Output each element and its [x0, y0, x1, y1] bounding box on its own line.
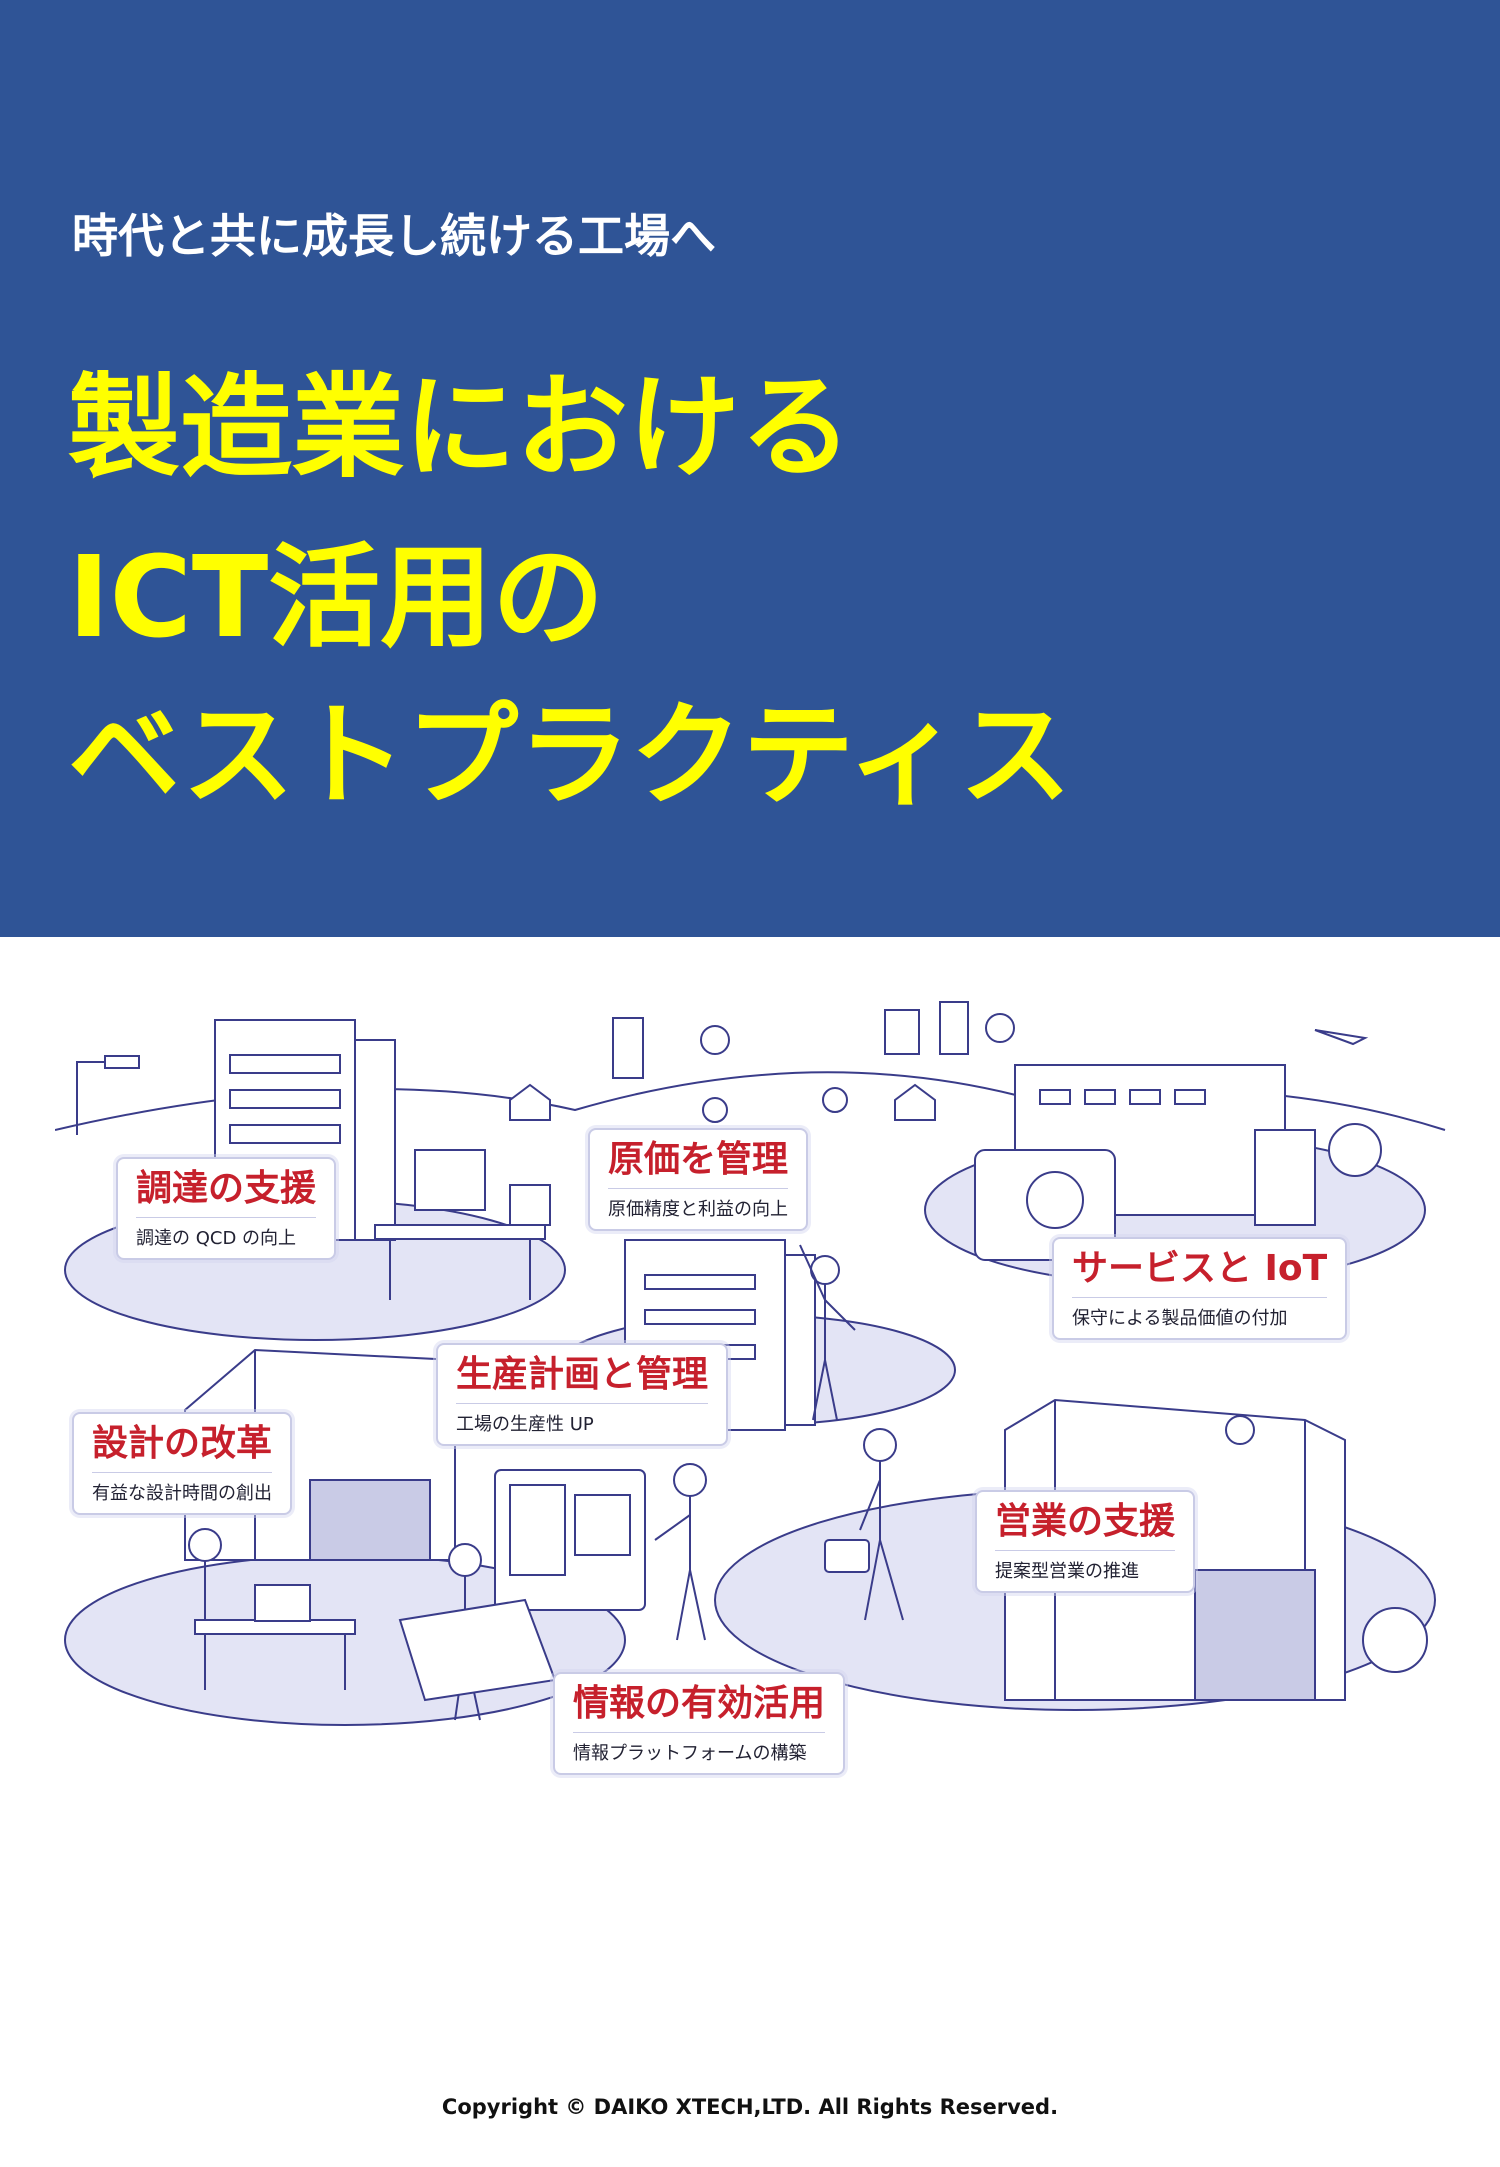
small-house [894, 1083, 936, 1121]
label-information-utilization: 情報の有効活用 情報プラットフォームの構築 [553, 1672, 846, 1775]
person [1225, 1415, 1255, 1445]
label-subtitle: 提案型営業の推進 [995, 1549, 1176, 1583]
distant-building [939, 1001, 969, 1055]
label-title: 営業の支援 [995, 1501, 1176, 1542]
label-subtitle: 情報プラットフォームの構築 [573, 1731, 826, 1765]
label-design-reform: 設計の改革 有益な設計時間の創出 [72, 1412, 293, 1515]
tree [1328, 1123, 1382, 1177]
person [673, 1463, 707, 1497]
label-title: 生産計画と管理 [456, 1354, 709, 1395]
label-title: 調達の支援 [136, 1168, 317, 1209]
label-subtitle: 保守による製品価値の付加 [1072, 1296, 1328, 1330]
label-title: 設計の改革 [92, 1423, 273, 1464]
cover-title-line-1: 製造業における [68, 363, 852, 493]
person [863, 1428, 897, 1462]
label-subtitle: 有益な設計時間の創出 [92, 1471, 273, 1505]
distant-building [612, 1017, 644, 1079]
tree [822, 1087, 848, 1113]
header-banner: 時代と共に成長し続ける工場へ 製造業における ICT活用の ベストプラクティス [0, 0, 1500, 937]
airplane [1314, 1029, 1369, 1046]
tree [700, 1025, 730, 1055]
label-subtitle: 工場の生産性 UP [456, 1402, 709, 1436]
person [188, 1528, 222, 1562]
tree [702, 1097, 728, 1123]
tree [1362, 1607, 1428, 1673]
desk [374, 1224, 546, 1240]
cover-title-line-3: ベストプラクティス [68, 691, 1072, 821]
distant-building [884, 1009, 920, 1055]
cnc-machine [494, 1469, 646, 1611]
label-production-planning: 生産計画と管理 工場の生産性 UP [436, 1343, 729, 1446]
label-title: サービスと IoT [1072, 1248, 1328, 1289]
person [448, 1543, 482, 1577]
small-house [509, 1083, 551, 1121]
label-sales-support: 営業の支援 提案型営業の推進 [975, 1490, 1196, 1593]
copyright-notice: Copyright © DAIKO XTECH,LTD. All Rights … [441, 2095, 1059, 2119]
machine [974, 1149, 1116, 1261]
label-subtitle: 調達の QCD の向上 [136, 1216, 317, 1250]
label-subtitle: 原価精度と利益の向上 [608, 1187, 789, 1221]
traffic-light [76, 1061, 115, 1135]
cover-title-line-2: ICT活用の [68, 533, 605, 663]
briefcase [824, 1539, 870, 1573]
design-desk [194, 1619, 356, 1635]
cover-subtitle: 時代と共に成長し続ける工場へ [72, 209, 716, 263]
label-title: 情報の有効活用 [573, 1683, 826, 1724]
label-service-iot: サービスと IoT 保守による製品価値の付加 [1052, 1237, 1348, 1340]
tree [985, 1013, 1015, 1043]
label-title: 原価を管理 [608, 1139, 789, 1180]
label-procurement-support: 調達の支援 調達の QCD の向上 [116, 1157, 337, 1260]
label-cost-management: 原価を管理 原価精度と利益の向上 [588, 1128, 809, 1231]
